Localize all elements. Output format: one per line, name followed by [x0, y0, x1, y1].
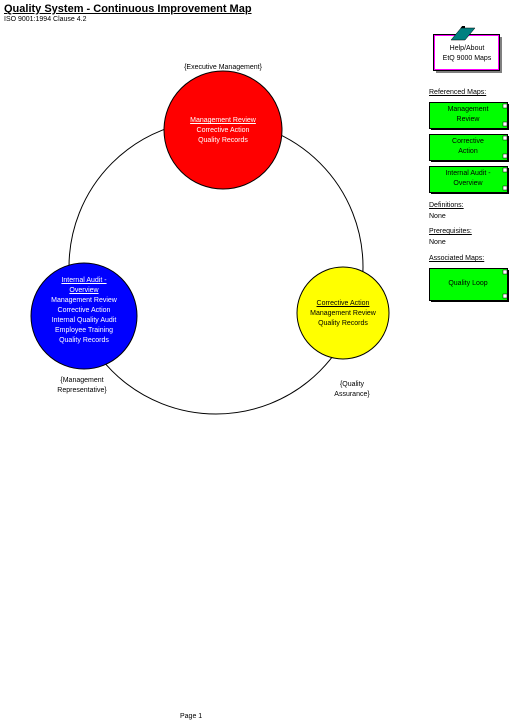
internal-audit-link-3[interactable]: Internal Quality Audit — [51, 317, 117, 324]
management-review-heading[interactable]: Management Review — [190, 117, 256, 124]
map-button-shape — [429, 134, 509, 162]
management-review-role: {Executive Management} — [184, 64, 262, 71]
internal-audit-role-line-2: Representative} — [57, 387, 107, 394]
management-review-link-2[interactable]: Quality Records — [198, 137, 248, 144]
book-icon — [450, 26, 476, 41]
corrective-action-role: {Quality Assurance} — [312, 380, 392, 400]
referenced-map-corrective-action-label-1: Corrective — [452, 138, 484, 145]
internal-audit-node[interactable] — [30, 262, 138, 370]
associated-map-quality-loop[interactable]: Quality Loop — [429, 268, 509, 302]
help-about-label-2: EtQ 9000 Maps — [442, 55, 492, 62]
associated-maps-heading: Associated Maps: — [429, 255, 485, 262]
corrective-action-link-2[interactable]: Quality Records — [318, 320, 368, 327]
corrective-action-link-1[interactable]: Management Review — [310, 310, 376, 317]
associated-map-quality-loop-label: Quality Loop — [448, 280, 488, 287]
referenced-map-corrective-action-label: Corrective Action — [429, 137, 507, 157]
internal-audit-link-5[interactable]: Quality Records — [59, 337, 109, 344]
referenced-map-internal-audit-label-1: Internal Audit - — [445, 170, 491, 177]
prerequisites-heading: Prerequisites: — [429, 228, 472, 235]
referenced-map-management-review-label: Management Review — [429, 105, 507, 125]
referenced-map-management-review-label-2: Review — [456, 116, 480, 123]
internal-audit-link-1[interactable]: Management Review — [51, 297, 117, 304]
prerequisites-value: None — [429, 239, 446, 246]
help-box-frame — [433, 34, 502, 73]
corrective-action-heading[interactable]: Corrective Action — [316, 300, 370, 307]
referenced-map-management-review-label-1: Management — [447, 106, 489, 113]
help-about-label: Help/About EtQ 9000 Maps — [433, 44, 501, 64]
definitions-value: None — [429, 213, 446, 220]
referenced-map-internal-audit-label: Internal Audit - Overview — [429, 169, 507, 189]
referenced-map-corrective-action[interactable]: Corrective Action — [429, 134, 509, 162]
map-button-shape — [429, 166, 509, 194]
page-title: Quality System - Continuous Improvement … — [4, 3, 252, 15]
help-about-label-1: Help/About — [449, 45, 485, 52]
internal-audit-link-2[interactable]: Corrective Action — [57, 307, 111, 314]
referenced-maps-heading: Referenced Maps: — [429, 89, 487, 96]
internal-audit-heading-1[interactable]: Internal Audit - — [61, 277, 107, 284]
corrective-action-text: Corrective Action Management Review Qual… — [293, 299, 393, 329]
corrective-action-role-line-1: {Quality — [339, 381, 365, 388]
referenced-map-internal-audit-label-2: Overview — [453, 180, 483, 187]
map-button-shape — [429, 102, 509, 130]
map-button-shape — [429, 268, 509, 302]
management-review-node[interactable] — [163, 70, 283, 190]
definitions-heading: Definitions: — [429, 202, 464, 209]
internal-audit-role-line-1: {Management — [60, 377, 104, 384]
page-number: Page 1 — [180, 713, 203, 720]
internal-audit-heading-2[interactable]: Overview — [69, 287, 99, 294]
corrective-action-node[interactable] — [296, 266, 390, 360]
internal-audit-link-4[interactable]: Employee Training — [55, 327, 113, 334]
help-about-button[interactable]: Help/About EtQ 9000 Maps — [433, 26, 502, 73]
management-review-text: Management Review Corrective Action Qual… — [163, 116, 283, 146]
management-review-link-1[interactable]: Corrective Action — [196, 127, 250, 134]
referenced-map-corrective-action-label-2: Action — [458, 148, 478, 155]
referenced-map-internal-audit[interactable]: Internal Audit - Overview — [429, 166, 509, 194]
page-subtitle: ISO 9001:1994 Clause 4.2 — [4, 16, 87, 23]
referenced-map-management-review[interactable]: Management Review — [429, 102, 509, 130]
corrective-action-role-line-2: Assurance} — [334, 391, 370, 398]
internal-audit-text: Internal Audit - Overview Management Rev… — [24, 276, 144, 346]
internal-audit-role: {Management Representative} — [32, 376, 132, 396]
